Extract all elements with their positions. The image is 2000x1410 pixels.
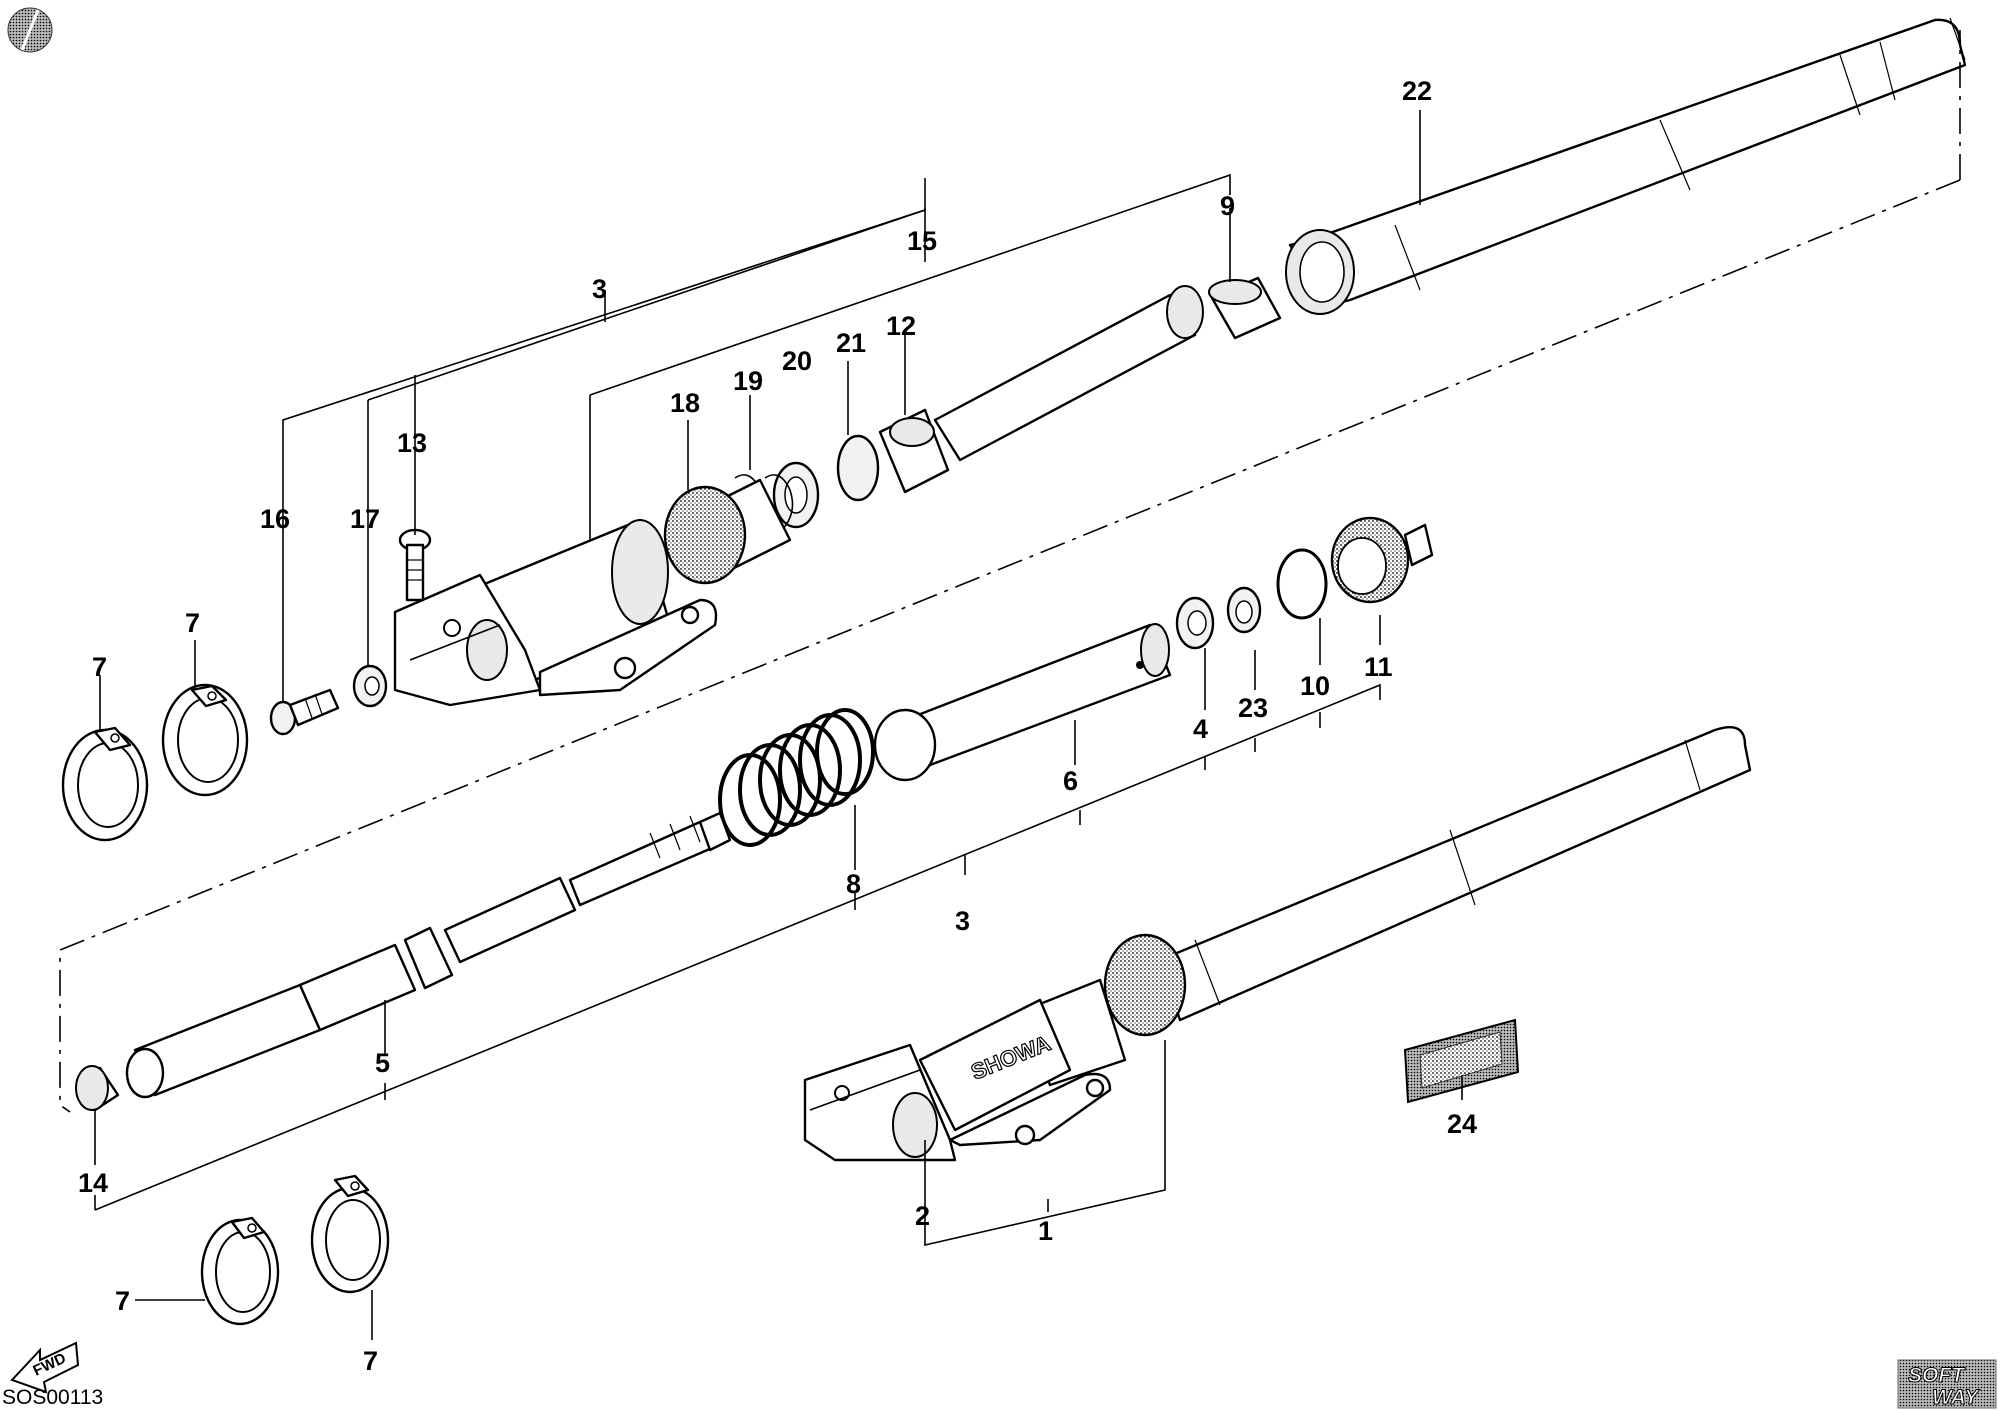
callout-8: 8 [846,869,861,899]
leader-lines [94,110,1463,1340]
part-14-oil-lock-piece [75,1065,120,1112]
callout-6: 6 [1063,766,1078,796]
callout-17: 17 [350,504,380,534]
callout-18: 18 [670,388,700,418]
part-6-spacer [873,623,1172,782]
callout-16: 16 [260,504,290,534]
softway-logo: SOFT WAY [1897,1359,1997,1410]
axis-dashes [59,30,1961,1113]
part-4-washer [1175,596,1215,650]
part-23-washer [1226,586,1262,634]
part-13-bolt [398,528,432,602]
part-7-clamp-ring [310,1174,390,1294]
callout-21: 21 [836,328,866,358]
callout-7: 7 [185,608,200,638]
part-7-clamp-ring [200,1216,280,1326]
part-10-o-ring [1276,548,1328,620]
callout-10: 10 [1300,671,1330,701]
part-8-fork-spring [718,708,875,847]
callout-15: 15 [907,226,937,256]
forward-arrow-icon: FWD [10,1341,80,1394]
part-7-clamp-ring [161,683,249,797]
callout-14: 14 [78,1168,108,1198]
corner-disc-icon [7,7,53,53]
callout-12: 12 [886,311,916,341]
diagram-code: SOS00113 [2,1386,103,1409]
part-17-washer [352,664,388,708]
callout-11: 11 [1364,652,1393,682]
callout-24: 24 [1447,1109,1477,1139]
part-24-reflector [1403,1018,1520,1104]
logo-top-text: SOFT [1908,1364,1966,1387]
callout-7: 7 [115,1286,130,1316]
part-22-outer-tube [1285,17,1967,315]
callout-3-lower: 3 [955,906,970,936]
part-7-clamp-ring [61,726,149,842]
callout-3-upper: 3 [592,274,607,304]
callout-22: 22 [1402,76,1432,106]
callout-1: 1 [1038,1216,1053,1246]
part-16-drain-screw [269,688,340,736]
callout-20: 20 [782,346,812,376]
callout-2: 2 [915,1201,930,1231]
callout-labels: 22 9 15 3 12 21 20 18 19 13 16 17 7 7 11… [78,76,1477,1376]
part-1-fork-leg-assembly: SHOWA [803,725,1752,1162]
callout-7: 7 [363,1346,378,1376]
part-3-damper-assembly-upper [393,285,1204,707]
part-5-damper-rod [125,811,732,1099]
callout-9: 9 [1220,191,1235,221]
callout-5: 5 [375,1048,390,1078]
callout-19: 19 [733,366,763,396]
logo-bottom-text: WAY [1932,1386,1980,1409]
part-11-top-cap [1330,516,1434,604]
callout-4: 4 [1193,714,1208,744]
callout-23: 23 [1238,693,1268,723]
callout-13: 13 [397,428,427,458]
callout-7: 7 [92,652,107,682]
part-9-bushing [1208,276,1282,340]
